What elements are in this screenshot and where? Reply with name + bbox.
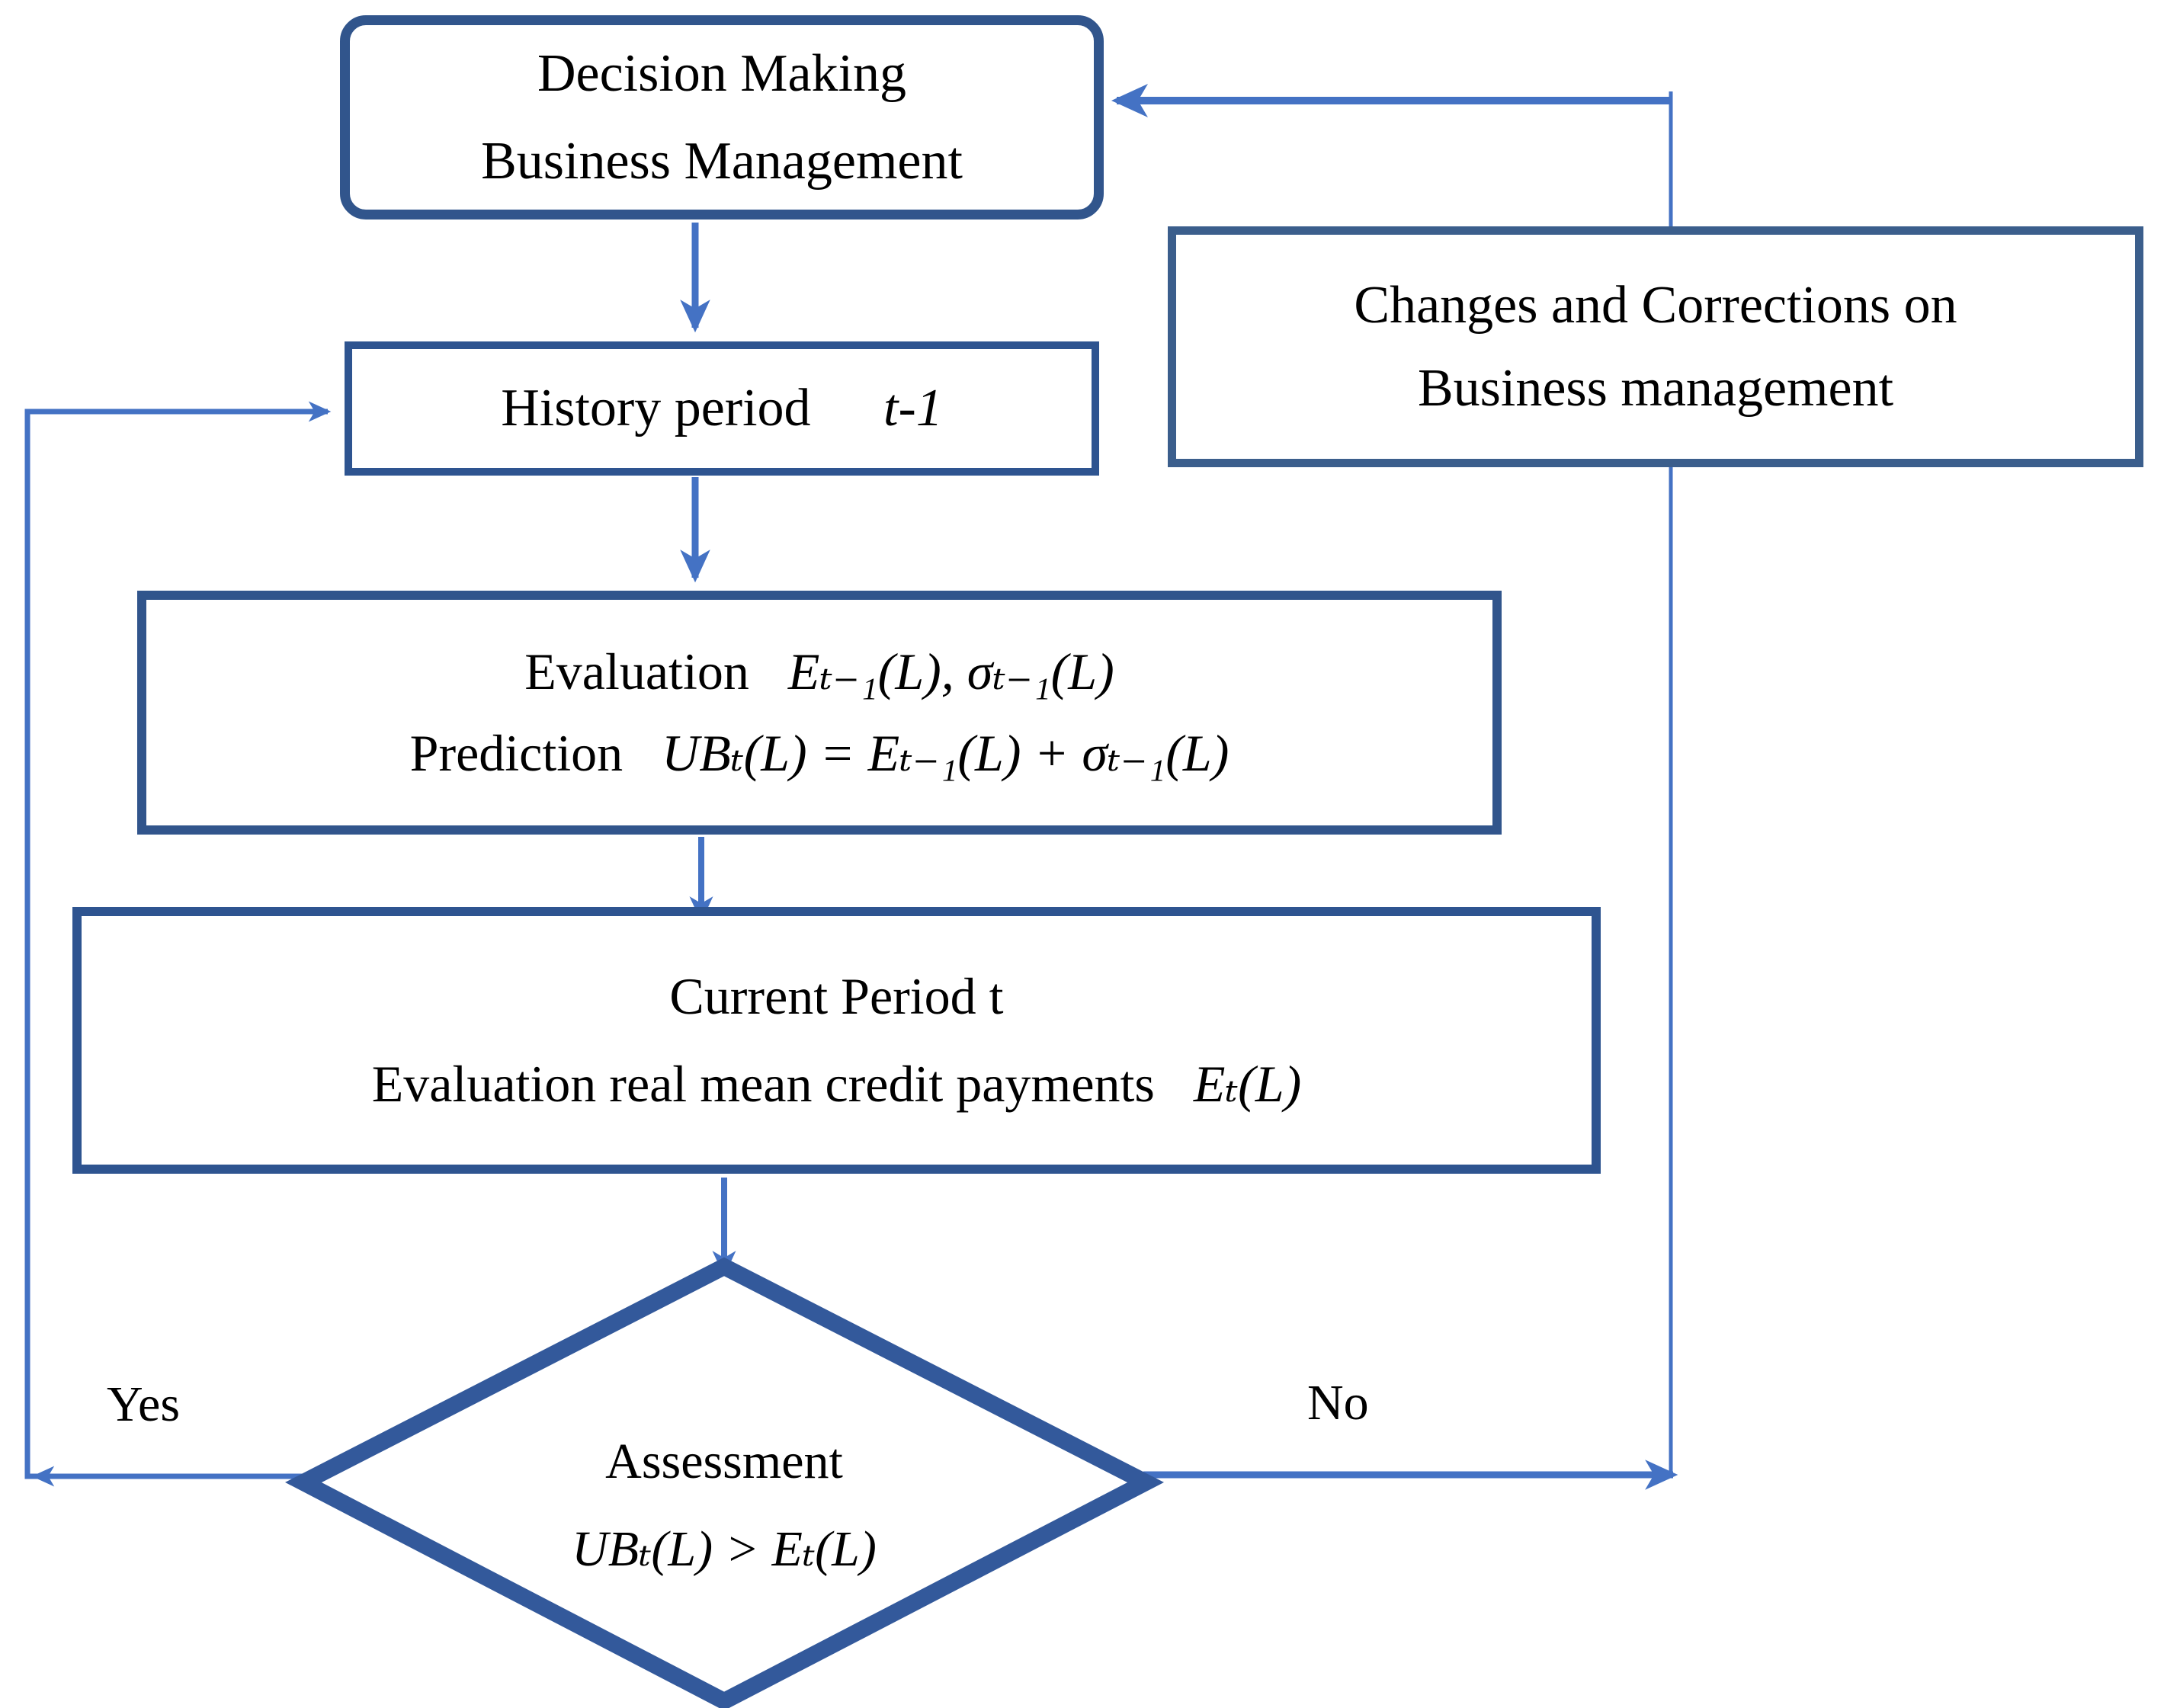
history-period-label: History period [501,379,811,438]
history-period-variable: t-1 [883,379,943,438]
node-changes-and-corrections[interactable]: Changes and Corrections on Business mana… [1168,226,2143,467]
branch-label-yes: Yes [107,1376,181,1432]
assessment-line1: Assessment [605,1433,843,1489]
assessment-math: UBₜ(L) > Eₜ(L) [572,1521,877,1577]
node-history-period[interactable]: History period t-1 [345,341,1099,476]
node-decision-making[interactable]: Decision Making Business Management [340,15,1104,220]
evaluation-math: Eₜ₋₁(L), σₜ₋₁(L) [787,642,1114,700]
prediction-label: Prediction [409,724,624,782]
branch-label-no: No [1307,1375,1369,1431]
current-period-line2: Evaluation real mean credit payments Eₜ(… [371,1055,1302,1113]
evaluation-label: Evaluation [524,642,749,700]
evaluation-line: Evaluation Eₜ₋₁(L), σₜ₋₁(L) [524,642,1114,700]
prediction-line: Prediction UBₜ(L) = Eₜ₋₁(L) + σₜ₋₁(L) [410,726,1229,780]
decision-making-line2: Business Management [481,132,963,191]
changes-corrections-line2: Business management [1417,359,1894,418]
node-assessment-decision[interactable]: Assessment UBₜ(L) > Eₜ(L) [427,1387,1021,1623]
current-period-math: Eₜ(L) [1193,1055,1302,1113]
node-current-period[interactable]: Current Period t Evaluation real mean cr… [72,907,1601,1174]
node-evaluation-prediction[interactable]: Evaluation Eₜ₋₁(L), σₜ₋₁(L) Prediction U… [137,591,1502,835]
current-period-label: Evaluation real mean credit payments [371,1055,1155,1113]
prediction-math: UBₜ(L) = Eₜ₋₁(L) + σₜ₋₁(L) [662,724,1229,782]
decision-making-line1: Decision Making [537,43,907,103]
history-period-line: History period t-1 [501,380,943,437]
changes-corrections-line1: Changes and Corrections on [1354,275,1957,335]
current-period-line1: Current Period t [669,966,1004,1025]
